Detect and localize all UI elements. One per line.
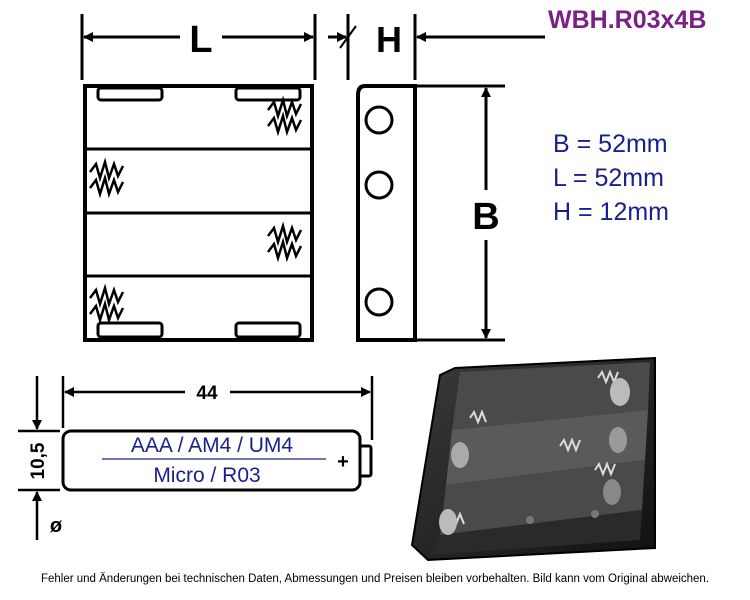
product-code: WBH.R03x4B [548, 6, 707, 34]
height-label: H [376, 19, 402, 60]
diameter-symbol: ø [50, 515, 63, 537]
battery-diameter-label: 10,5 [28, 442, 49, 479]
height-dimension [328, 25, 545, 49]
spec-l: L = 52mm [553, 164, 664, 192]
battery-type-line1: AAA / AM4 / UM4 [131, 434, 294, 457]
spec-h: H = 12mm [553, 198, 670, 226]
width-dimension [415, 84, 505, 342]
spec-b: B = 52mm [553, 130, 668, 158]
holder-side-view [346, 14, 417, 342]
disclaimer-footer: Fehler und Änderungen bei technischen Da… [40, 573, 710, 585]
battery-length-label: 44 [196, 383, 218, 404]
battery-extension-lines [18, 376, 374, 492]
product-photo [410, 356, 656, 562]
battery-body [61, 429, 373, 492]
length-label: L [189, 19, 212, 61]
holder-top-view [80, 14, 317, 342]
spring-contacts [89, 95, 303, 325]
battery-type-line2: Micro / R03 [153, 464, 260, 487]
width-label: B [472, 196, 499, 238]
polarity-plus-icon: + [337, 451, 349, 473]
